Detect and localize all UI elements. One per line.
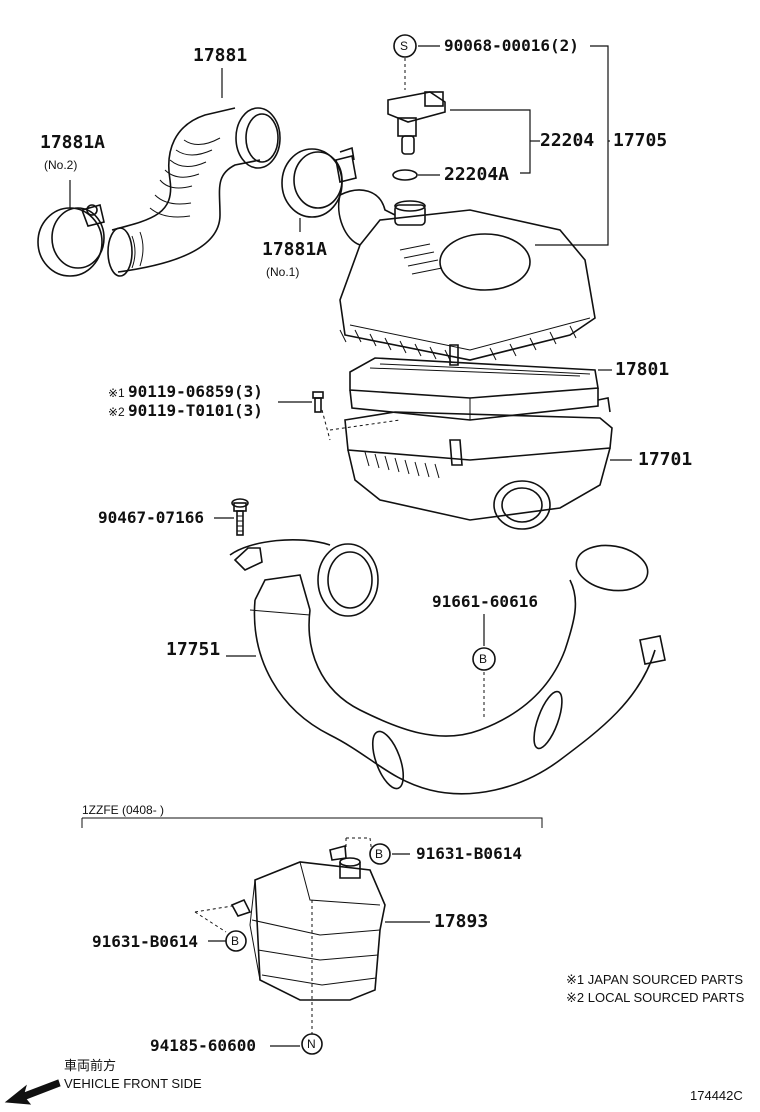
part-17751-label: 17751 [166, 639, 221, 660]
legend-note-2: ※2 LOCAL SOURCED PARTS [566, 990, 745, 1005]
air-cleaner-case [321, 397, 613, 530]
air-cleaner-element [349, 357, 599, 421]
part-94185-label: 94185-60600 [150, 1036, 256, 1055]
part-17881A-no2-label: 17881A [40, 132, 106, 153]
part-91631-left-label: 91631-B0614 [92, 932, 198, 951]
marker-n-label: N [307, 1037, 316, 1051]
part-17701-label: 17701 [638, 449, 693, 470]
part-90467-label: 90467-07166 [98, 508, 204, 527]
part-22204A-label: 22204A [444, 164, 510, 185]
legend-note-1: ※1 JAPAN SOURCED PARTS [566, 972, 744, 987]
mark-2-label: ※2 [108, 405, 125, 419]
part-90119-T0101-label: 90119-T0101(3) [128, 401, 263, 420]
air-flow-meter [387, 91, 446, 181]
bolt-90467 [231, 498, 249, 536]
part-17705-label: 17705 [613, 130, 668, 151]
part-22204-label: 22204 [540, 130, 595, 151]
part-17881-label: 17881 [193, 45, 248, 66]
hose-clamp-no2 [37, 204, 105, 277]
direction-jp-label: 車両前方 [64, 1058, 117, 1073]
part-17881A-no2-sub-label: (No.2) [44, 158, 78, 172]
part-17893-label: 17893 [434, 911, 489, 932]
variant-note: 1ZZFE (0408- ) [82, 803, 165, 817]
part-17801-label: 17801 [615, 359, 670, 380]
direction-label: VEHICLE FRONT SIDE [64, 1076, 202, 1091]
part-91661-label: 91661-60616 [432, 592, 538, 611]
circle-markers [225, 34, 496, 1055]
part-91631-right-label: 91631-B0614 [416, 844, 522, 863]
air-hose-17881 [107, 107, 281, 277]
part-17881A-no1-label: 17881A [262, 239, 328, 260]
leader-lines [69, 45, 632, 1047]
part-90068-label: 90068-00016(2) [444, 36, 579, 55]
air-cleaner-cap [338, 189, 596, 366]
hose-clamp-no1 [281, 146, 357, 218]
marker-b-label-right: B [375, 847, 384, 861]
part-90119-06859-label: 90119-06859(3) [128, 382, 263, 401]
part-17881A-no1-sub-label: (No.1) [266, 265, 300, 279]
marker-b-label-left: B [231, 934, 240, 948]
case-screw [312, 391, 324, 413]
intake-pipe-17751 [229, 539, 666, 795]
resonator-17893 [230, 844, 386, 1001]
marker-s-label: S [400, 39, 409, 53]
front-direction-arrow [4, 1079, 61, 1105]
marker-b-label-91661: B [479, 652, 488, 666]
figure-id: 174442C [690, 1088, 743, 1103]
mark-1-label: ※1 [108, 386, 125, 400]
